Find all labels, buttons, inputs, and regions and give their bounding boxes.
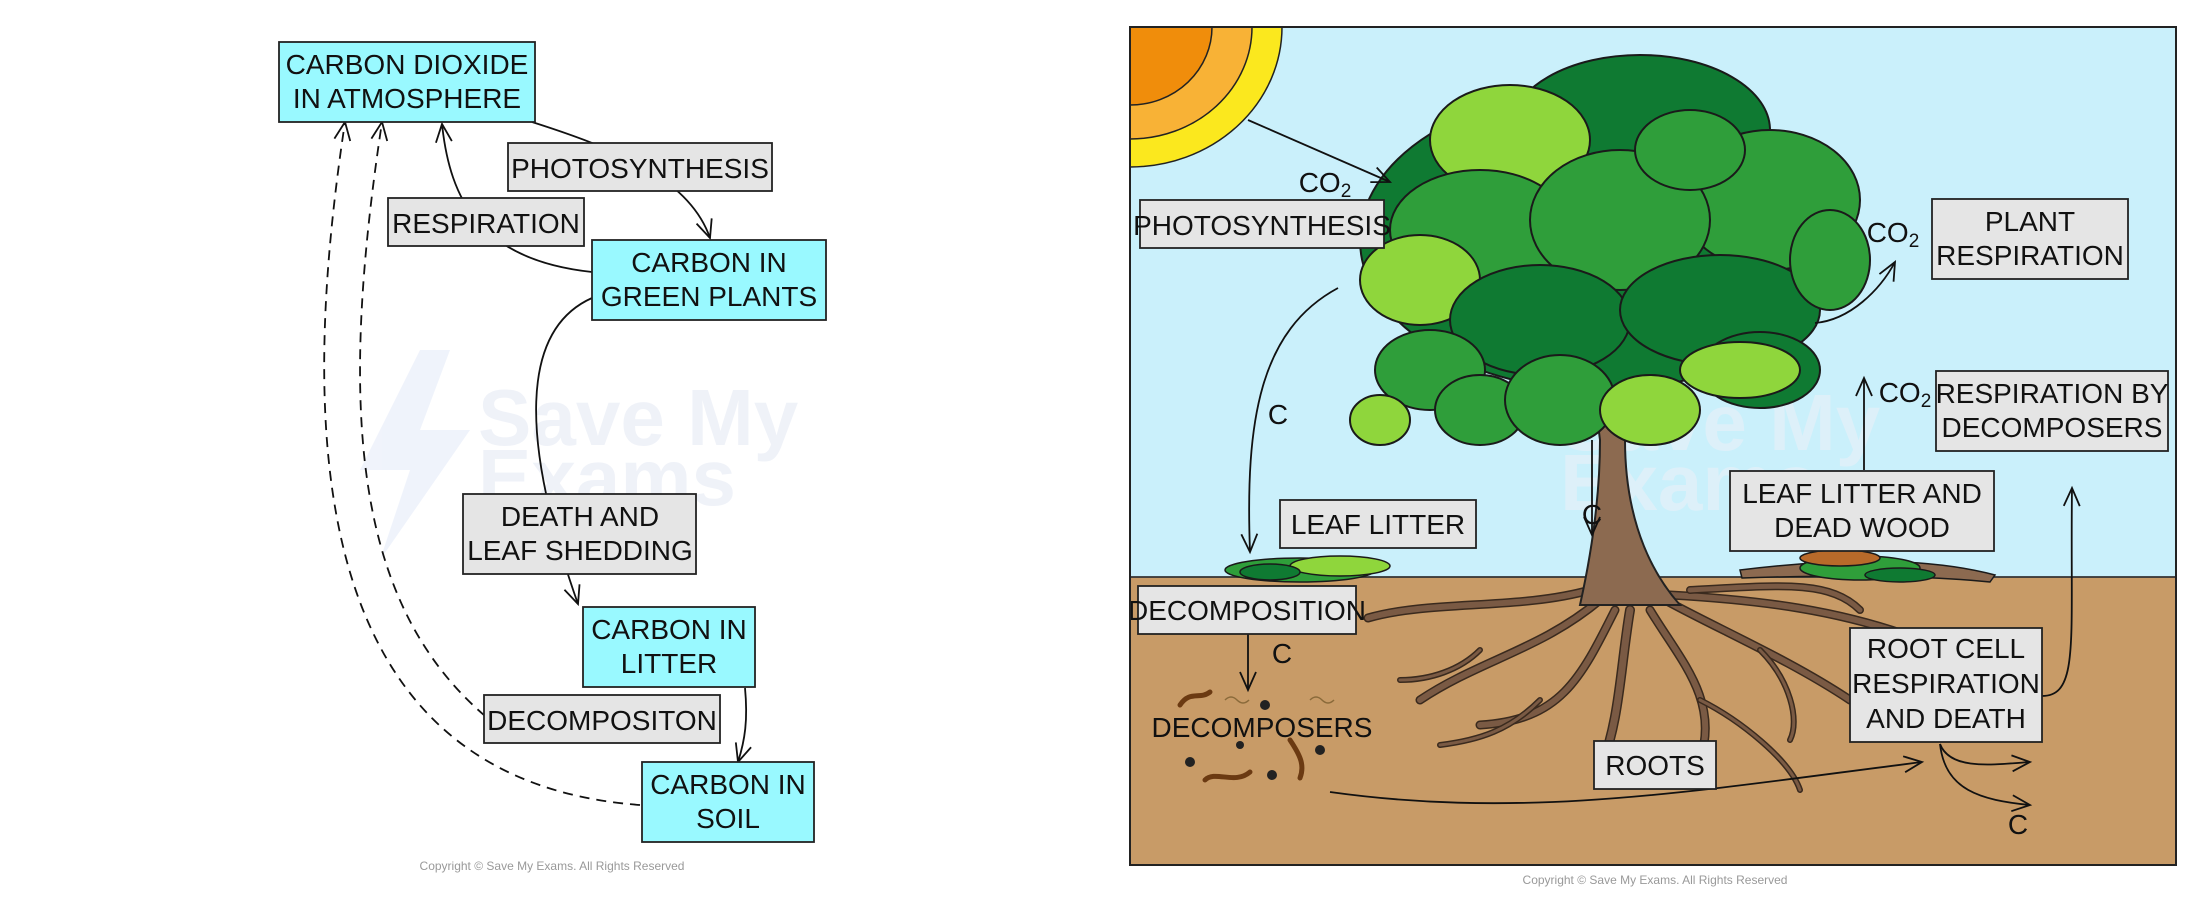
co2-label-decomposers: CO2 <box>1879 377 1932 412</box>
co2-label-sun: CO2 <box>1299 167 1352 202</box>
respiration-decomposers-line1: RESPIRATION BY <box>1936 378 2169 409</box>
right-illustration: Save My Exams <box>1128 26 2177 887</box>
decomposition-dashed-arrow-inner <box>359 119 486 717</box>
co2-label-plant: CO2 <box>1867 217 1920 252</box>
decomposers-label: DECOMPOSERS <box>1152 712 1373 743</box>
green-plants-line2: GREEN PLANTS <box>601 281 817 312</box>
plant-respiration-box: PLANT RESPIRATION <box>1931 198 2129 280</box>
respiration-label: RESPIRATION <box>392 208 580 239</box>
green-plants-line1: CARBON IN <box>631 247 787 278</box>
roots-box: ROOTS <box>1593 740 1717 790</box>
litter-box: CARBON IN LITTER <box>582 606 756 688</box>
decomposition-label-right: DECOMPOSITION <box>1128 595 1366 626</box>
decomposer-creatures <box>1177 689 1335 783</box>
co2-atmosphere-line2: IN ATMOSPHERE <box>293 83 521 114</box>
decomposition-dashed-arrow-outer <box>323 119 641 806</box>
sunlight-arrow <box>1247 119 1393 184</box>
carbon-label-trunk: C <box>1582 499 1602 530</box>
photosynthesis-label: PHOTOSYNTHESIS <box>511 153 769 184</box>
death-leaf-shedding-line2: LEAF SHEDDING <box>467 535 693 566</box>
leaf-litter-pile <box>1224 555 1391 583</box>
right-copyright: Copyright © Save My Exams. All Rights Re… <box>1523 873 1788 887</box>
decomposition-label: DECOMPOSITON <box>487 705 717 736</box>
carbon-label-root: C <box>2008 809 2028 840</box>
illustration-frame <box>1129 26 2177 866</box>
respiration-box: RESPIRATION <box>387 197 585 247</box>
svg-text:Save My: Save My <box>478 373 799 462</box>
photosynthesis-down-arrow <box>1240 287 1339 555</box>
decomposition-to-soil-dashed <box>334 122 350 600</box>
root-cell-respiration-line3: AND DEATH <box>1866 703 2026 734</box>
leaf-litter-dead-wood-line1: LEAF LITTER AND <box>1742 478 1982 509</box>
sun <box>1129 26 1283 168</box>
leaf-litter-box: LEAF LITTER <box>1279 499 1477 549</box>
root-cell-respiration-line1: ROOT CELL <box>1867 633 2025 664</box>
decomposition-box: DECOMPOSITON <box>483 694 721 744</box>
leaf-litter-dead-wood-line2: DEAD WOOD <box>1774 512 1950 543</box>
green-plants-box: CARBON IN GREEN PLANTS <box>591 239 827 321</box>
plant-respiration-line1: PLANT <box>1985 206 2075 237</box>
litter-line2: LITTER <box>621 648 717 679</box>
decomposition-box-right: DECOMPOSITION <box>1128 585 1366 635</box>
root-cell-respiration-box: ROOT CELL RESPIRATION AND DEATH <box>1849 627 2043 743</box>
soil-line1: CARBON IN <box>650 769 806 800</box>
roots-to-respiration-arrow <box>1329 755 1925 805</box>
root-respiration-up-arrow <box>2041 485 2081 697</box>
roots-label: ROOTS <box>1605 750 1705 781</box>
co2-atmosphere-box: CARBON DIOXIDE IN ATMOSPHERE <box>278 41 536 123</box>
root-out-arrow-2 <box>1939 743 2033 813</box>
plant-respiration-arrow <box>1814 260 1897 324</box>
litter-line1: CARBON IN <box>591 614 747 645</box>
leaf-litter-dead-wood-box: LEAF LITTER AND DEAD WOOD <box>1729 470 1995 552</box>
left-copyright: Copyright © Save My Exams. All Rights Re… <box>420 859 685 873</box>
left-flow-diagram: Save My Exams CARBON DIOXIDE IN ATMOSPHE… <box>278 41 827 873</box>
co2-atmosphere-line1: CARBON DIOXIDE <box>286 49 529 80</box>
respiration-decomposers-line2: DECOMPOSERS <box>1942 412 2163 443</box>
leaf-litter-label: LEAF LITTER <box>1291 509 1465 540</box>
death-leaf-shedding-box: DEATH AND LEAF SHEDDING <box>462 493 697 575</box>
litter-to-soil-arrow <box>734 687 752 765</box>
carbon-label-decomposition: C <box>1272 638 1292 669</box>
plant-respiration-line2: RESPIRATION <box>1936 240 2124 271</box>
respiration-decomposers-box: RESPIRATION BY DECOMPOSERS <box>1935 370 2169 452</box>
death-leaf-shedding-line1: DEATH AND <box>501 501 659 532</box>
tree-canopy <box>1349 54 1871 446</box>
soil-box: CARBON IN SOIL <box>641 761 815 843</box>
soil-line2: SOIL <box>696 803 760 834</box>
photosynthesis-label-right: PHOTOSYNTHESIS <box>1133 210 1391 241</box>
root-out-arrow-1 <box>1939 743 2033 773</box>
carbon-label-photosynthesis: C <box>1268 399 1288 430</box>
photosynthesis-box: PHOTOSYNTHESIS <box>507 142 773 192</box>
root-cell-respiration-line2: RESPIRATION <box>1852 668 2040 699</box>
photosynthesis-box-right: PHOTOSYNTHESIS <box>1133 199 1391 249</box>
